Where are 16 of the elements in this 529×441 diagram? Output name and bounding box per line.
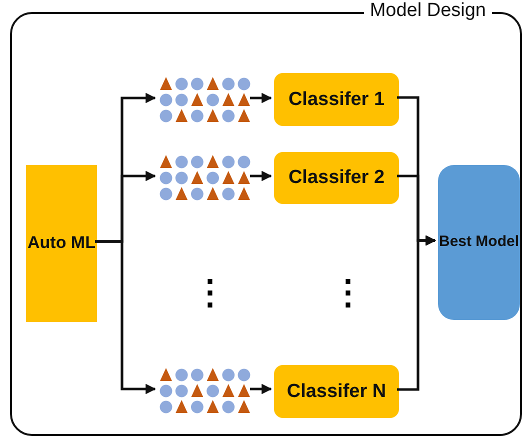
arrow (250, 92, 272, 104)
arrow (397, 235, 436, 391)
ellipsis-mark: ⋮ (331, 276, 365, 310)
classifier-box: Classifer 2 (274, 152, 399, 204)
classifier-box: Classifer 1 (274, 73, 399, 126)
group-heading: Model Design (364, 0, 492, 22)
result-box: Best Model (438, 165, 520, 320)
source-box: Auto ML (26, 165, 97, 322)
arrow (250, 170, 272, 182)
data-sample-drawing (158, 153, 252, 203)
ellipsis-mark: ⋮ (193, 276, 227, 310)
classifier-box: Classifer N (274, 365, 399, 418)
data-sample-drawing (158, 75, 252, 125)
data-sample-drawing (158, 366, 252, 416)
arrow (250, 384, 272, 394)
arrow (95, 240, 156, 394)
